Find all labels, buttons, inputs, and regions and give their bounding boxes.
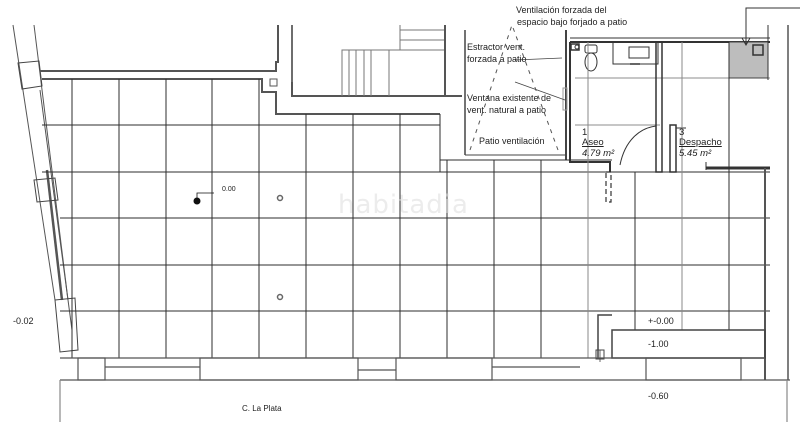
room-despacho-number: 3 bbox=[679, 127, 685, 138]
annotation-patio: Patio ventilación bbox=[479, 136, 545, 146]
annotation-vent-forced-line1: Ventilación forzada del bbox=[516, 5, 607, 15]
patio-ventilation bbox=[464, 24, 568, 160]
annotation-extractor-line2: forzada a patio bbox=[467, 54, 527, 64]
floor-tile-grid bbox=[42, 42, 770, 380]
floor-drains bbox=[276, 194, 284, 301]
annotation-window-line2: vent. natural a patio bbox=[467, 105, 547, 115]
room-despacho-name: Despacho bbox=[679, 137, 722, 148]
bottom-facade-wall bbox=[59, 357, 790, 422]
level-step-top: +-0.00 bbox=[648, 316, 674, 326]
level-street: -0.60 bbox=[648, 391, 669, 401]
room-despacho-area: 5.45 m² bbox=[679, 148, 712, 159]
annotation-vent-forced-line2: espacio bajo forjado a patio bbox=[517, 17, 628, 27]
level-step-bottom: -1.00 bbox=[648, 339, 669, 349]
room-aseo-name: Aseo bbox=[582, 137, 604, 148]
street-name: C. La Plata bbox=[242, 404, 282, 413]
top-wall bbox=[40, 25, 462, 115]
watermark: habitadia bbox=[338, 190, 469, 220]
annotation-extractor-line1: Estractor vent. bbox=[467, 42, 526, 52]
room-aseo-number: 1 bbox=[582, 127, 588, 138]
step-platform bbox=[595, 314, 766, 362]
stairs bbox=[291, 25, 446, 96]
level-left: -0.02 bbox=[13, 316, 34, 326]
room-aseo-area: 4.79 m² bbox=[582, 148, 615, 159]
level-marker bbox=[193, 192, 214, 205]
left-facade-wall bbox=[12, 24, 79, 353]
annotation-window-line1: Ventana existente de bbox=[467, 93, 552, 103]
level-interior: 0.00 bbox=[222, 186, 236, 193]
